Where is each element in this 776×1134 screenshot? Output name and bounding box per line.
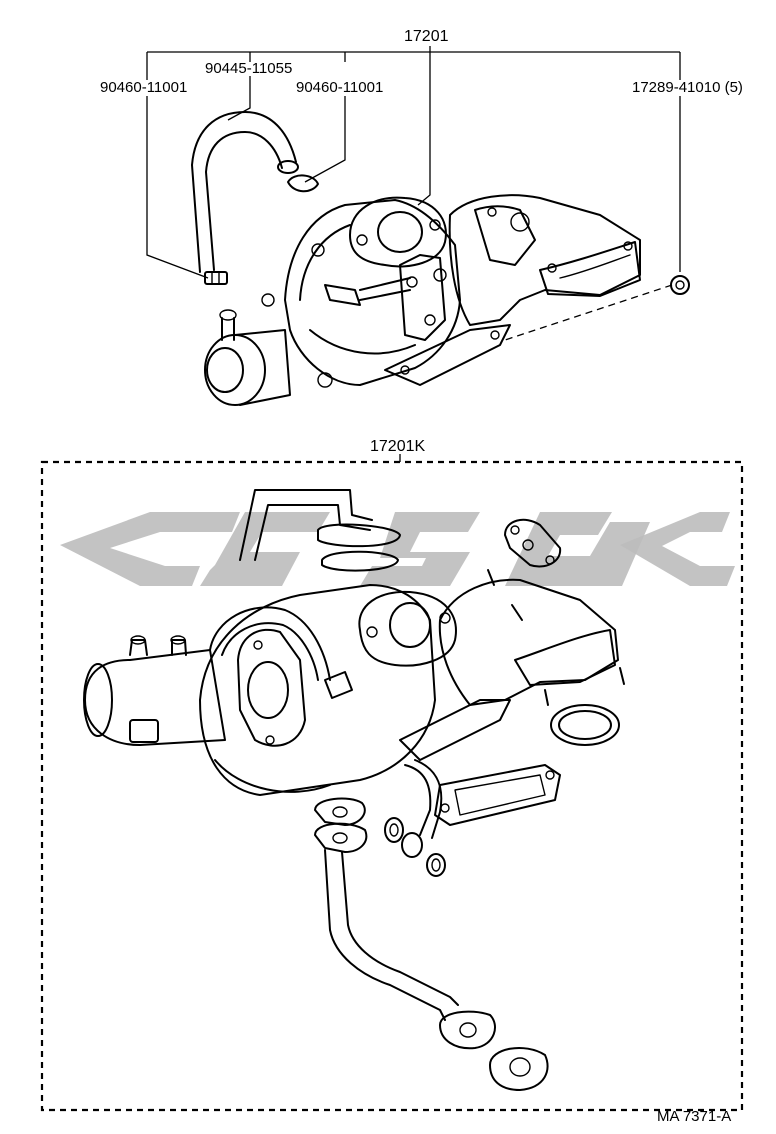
upper-callout-leaders xyxy=(146,46,681,341)
assembly-part-number-17201: 17201 xyxy=(404,28,449,45)
kit-part-number-17201k: 17201K xyxy=(370,438,426,455)
lower-turbo-drawing xyxy=(83,489,625,1091)
callout-hose-part-number: 90445-11055 xyxy=(205,60,293,77)
callout-right-clamp-part-number: 90460-11001 xyxy=(296,79,384,96)
callout-left-clamp-part-number: 90460-11001 xyxy=(100,79,188,96)
footer-drawing-code: MA 7371-A xyxy=(657,1108,732,1125)
callout-gasket-part-number: 17289-41010 (5) xyxy=(632,79,743,96)
upper-turbo-drawing xyxy=(191,111,690,406)
watermark-logo xyxy=(60,512,735,586)
lower-kit-frame xyxy=(40,454,744,1112)
